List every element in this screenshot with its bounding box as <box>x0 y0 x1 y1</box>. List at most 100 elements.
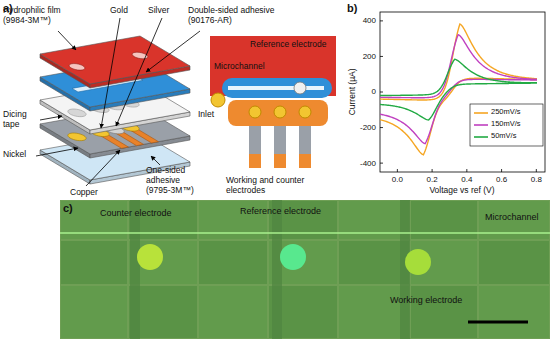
nickel-strip <box>274 126 286 154</box>
tick-mark <box>380 163 383 164</box>
annotation: Counter electrode <box>100 208 172 218</box>
tick-label: 0.6 <box>496 175 507 184</box>
tick-mark <box>397 169 398 172</box>
microchannel-edge <box>60 232 550 233</box>
micrograph-tile <box>479 241 549 284</box>
tick-label: 0.2 <box>427 175 438 184</box>
annotation: Reference electrode <box>240 206 321 216</box>
annotation: Working electrode <box>390 295 462 305</box>
gold-electrode <box>299 106 311 118</box>
reference-electrode <box>280 244 306 270</box>
tick-label: 400 <box>363 16 376 25</box>
copper-body <box>228 100 328 126</box>
legend-text: 150mV/s <box>491 120 521 129</box>
scale-bar <box>468 321 528 324</box>
tick-label: 0 <box>372 87 376 96</box>
nickel-strip <box>299 126 311 154</box>
part-label: Reference electrode <box>250 40 327 50</box>
dark-band <box>130 200 140 339</box>
part-label: Inlet <box>198 110 214 120</box>
leader-line <box>40 116 62 120</box>
legend-line-sample <box>474 112 488 114</box>
leader-line <box>86 150 120 186</box>
micrograph-tile <box>61 286 127 338</box>
micrograph-tile <box>199 241 267 284</box>
film-hole <box>69 64 85 71</box>
counter-electrode <box>137 244 163 270</box>
micrograph-tile <box>61 241 127 284</box>
legend-text: 250mV/s <box>491 108 521 117</box>
tick-mark <box>536 169 537 172</box>
cv-curve <box>380 24 536 155</box>
tick-label: -200 <box>360 123 376 132</box>
reference-electrode <box>294 82 306 94</box>
axis-title: Current (µA) <box>347 69 357 116</box>
part-label: Working and counter electrodes <box>226 176 342 196</box>
double-sided-adhesive <box>222 78 332 98</box>
leader-line <box>151 156 160 165</box>
working-electrode <box>405 249 431 275</box>
dicing-tape-hole <box>68 109 86 117</box>
device-top-view <box>210 36 336 168</box>
tick-mark <box>432 169 433 172</box>
part-label: Copper <box>70 188 98 198</box>
micrograph-ground <box>60 200 550 339</box>
leader-line <box>101 18 120 128</box>
tick-label: 0.0 <box>392 175 403 184</box>
nickel-strip <box>249 126 261 154</box>
part-label: Silver <box>148 6 169 16</box>
leader-line <box>58 31 76 50</box>
gold-electrode <box>249 106 261 118</box>
panel-label: b) <box>347 2 357 15</box>
leader-line <box>116 18 162 126</box>
cv-curve <box>380 35 536 144</box>
tick-mark <box>380 56 383 57</box>
cv-curve <box>380 59 536 120</box>
tick-mark <box>380 20 383 21</box>
dark-band <box>272 200 282 339</box>
tick-label: -400 <box>360 159 376 168</box>
legend-box <box>470 104 543 146</box>
part-label: Gold <box>110 6 128 16</box>
part-label: Hydrophilic film (9984-3M™) <box>3 6 85 26</box>
part-label: One-sided adhesive (9795-3M™) <box>146 166 198 195</box>
leader-line <box>36 148 78 156</box>
micrograph <box>60 200 550 339</box>
micrograph-tile <box>339 286 409 338</box>
axis-title: Voltage vs ref (V) <box>429 186 494 196</box>
tick-mark <box>466 169 467 172</box>
gold-electrode <box>274 106 286 118</box>
tick-mark <box>380 92 383 93</box>
copper-pad <box>274 154 286 168</box>
leader-line <box>146 31 200 72</box>
hydrophilic-film-layer <box>40 36 190 84</box>
tick-label: 0.8 <box>531 175 542 184</box>
copper-pad <box>249 154 261 168</box>
part-label: Double-sided adhesive (90176-AR) <box>188 6 300 26</box>
plot-frame <box>380 12 545 172</box>
legend-line-sample <box>474 136 488 138</box>
micrograph-tile <box>199 286 267 338</box>
tick-mark <box>380 127 383 128</box>
gold-inlet-pad <box>68 133 86 141</box>
micrograph-tile <box>411 286 477 338</box>
micrograph-tile <box>339 241 409 284</box>
copper-pad <box>299 154 311 168</box>
annotation: Microchannel <box>485 212 539 222</box>
cv-chart <box>380 12 545 172</box>
tick-mark <box>501 169 502 172</box>
tick-label: 0.4 <box>461 175 472 184</box>
micrograph-tile <box>479 286 549 338</box>
part-label: Microchannel <box>214 62 265 72</box>
hydrophilic-film <box>210 36 336 96</box>
part-label: Dicing tape <box>3 110 39 130</box>
panel-label: c) <box>63 202 73 215</box>
part-label: Nickel <box>3 150 26 160</box>
microchannel <box>228 86 324 90</box>
tick-label: 200 <box>363 52 376 61</box>
legend-text: 50mV/s <box>491 132 516 141</box>
inlet <box>211 93 225 107</box>
device-exploded <box>40 36 190 184</box>
